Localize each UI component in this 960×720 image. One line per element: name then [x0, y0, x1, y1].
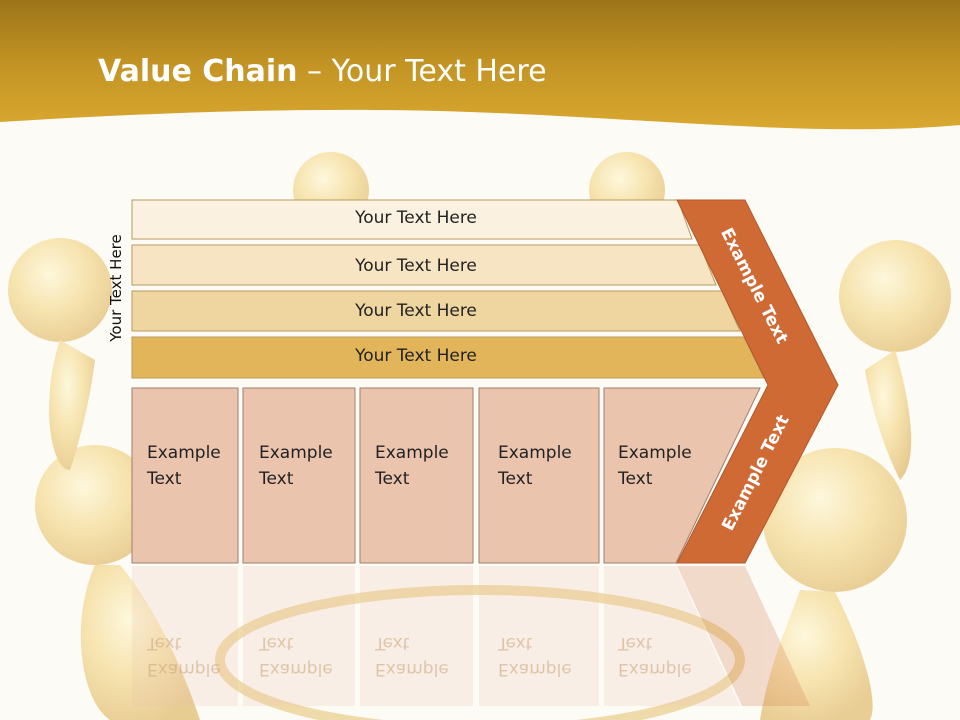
row-label-2: Your Text Here — [355, 256, 477, 276]
row-bar-1 — [131, 199, 693, 240]
row-bar-2 — [131, 244, 717, 286]
column-text-5-line2: Text — [618, 469, 653, 489]
column-text-1-line2: Text — [147, 469, 182, 489]
column-text-2-line2: Text — [259, 469, 294, 489]
column-box-3 — [359, 387, 474, 564]
column-text-5-line1: Example — [618, 443, 692, 463]
gold-figures-decoration — [8, 152, 951, 720]
reflection — [132, 566, 810, 706]
column-text-1-line1: Example — [147, 443, 221, 463]
column-text-4-line1: Example — [498, 443, 572, 463]
column-text-3-line2: Text — [375, 469, 410, 489]
row-label-1: Your Text Here — [355, 208, 477, 228]
column-text-2-line1: Example — [259, 443, 333, 463]
slide-title: Value Chain – Your Text Here — [98, 54, 547, 89]
row-label-4: Your Text Here — [355, 346, 477, 366]
column-box-5 — [603, 387, 761, 564]
title-rest: – Your Text Here — [297, 54, 547, 89]
row-bar-3 — [131, 290, 741, 332]
column-box-4 — [478, 387, 600, 564]
header-band — [0, 0, 960, 130]
column-text-4-line2: Text — [498, 469, 533, 489]
column-text-3-line1: Example — [375, 443, 449, 463]
column-box-2 — [242, 387, 356, 564]
chevron-arrow — [676, 199, 839, 564]
column-box-1 — [131, 387, 239, 564]
row-label-3: Your Text Here — [355, 301, 477, 321]
title-bold: Value Chain — [98, 54, 298, 89]
side-label: Your Text Here — [107, 234, 125, 342]
